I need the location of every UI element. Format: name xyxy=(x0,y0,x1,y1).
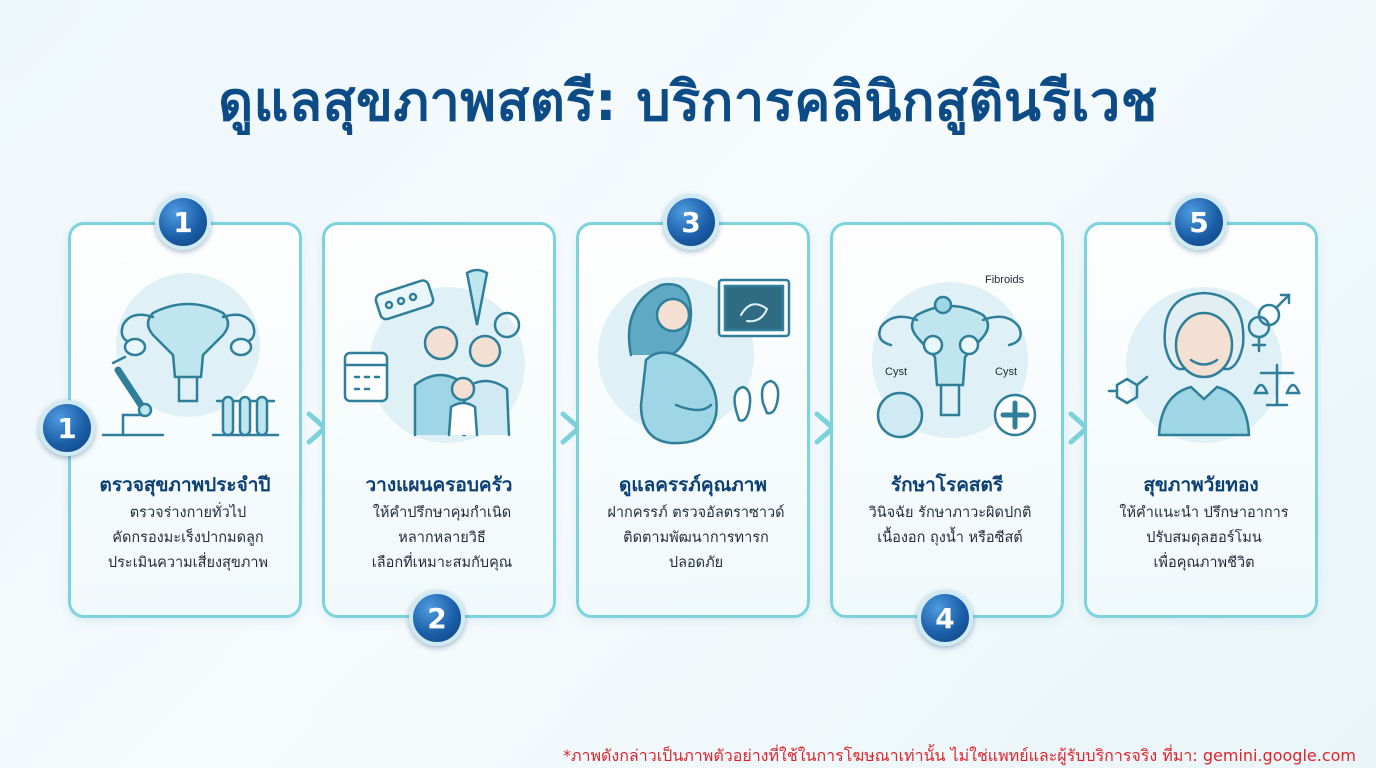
step-title: สุขภาพวัยทอง xyxy=(1143,474,1259,496)
fibroids-label: Fibroids xyxy=(985,274,1025,286)
step-description: ให้คำปรึกษาคุมกำเนิด หลากหลายวิธี เลือกท… xyxy=(331,501,553,576)
uterus-fibroids-cyst-icon: Fibroids Cyst Cyst xyxy=(872,274,1037,439)
step-line: ประเมินความเสี่ยงสุขภาพ xyxy=(107,555,269,571)
step-card-annual-checkup: ตรวจสุขภาพประจำปี ตรวจร่างกายทั่วไป คัดก… xyxy=(68,222,302,618)
cyst-left-label: Cyst xyxy=(885,366,907,378)
step-description: ตรวจร่างกายทั่วไป คัดกรองมะเร็งปากมดลูก … xyxy=(77,501,299,576)
step-card-family-planning: วางแผนครอบครัว ให้คำปรึกษาคุมกำเนิด หลาก… xyxy=(322,222,556,618)
step-badge-3: 3 xyxy=(663,194,719,250)
step-line: เลือกที่เหมาะสมกับคุณ xyxy=(371,555,513,571)
step-title: รักษาโรคสตรี xyxy=(890,474,1004,496)
uterus-microscope-test-tubes-icon xyxy=(101,273,280,437)
step-description: วินิจฉัย รักษาภาวะผิดปกติ เนื้องอก ถุงน้… xyxy=(839,501,1061,551)
step-line: ให้คำปรึกษาคุมกำเนิด xyxy=(372,505,512,521)
step-line: คัดกรองมะเร็งปากมดลูก xyxy=(112,530,264,546)
step-line: ปลอดภัย xyxy=(668,555,724,571)
step-title: ตรวจสุขภาพประจำปี xyxy=(99,474,271,496)
step-badge-1: 1 xyxy=(155,194,211,250)
step-line: หลากหลายวิธี xyxy=(398,530,486,546)
step-card-menopause-health: สุขภาพวัยทอง ให้คำแนะนำ ปรึกษาอาการ ปรับ… xyxy=(1084,222,1318,618)
step-badge-1-side: 1 xyxy=(39,400,95,456)
step-description: ให้คำแนะนำ ปรึกษาอาการ ปรับสมดุลฮอร์โมน … xyxy=(1093,501,1315,576)
family-contraception-calendar-icon xyxy=(343,268,525,443)
step-badge-5: 5 xyxy=(1171,194,1227,250)
step-line: เนื้องอก ถุงน้ำ หรือซีสต์ xyxy=(877,530,1023,546)
step-line: ฝากครรภ์ ตรวจอัลตราซาวด์ xyxy=(607,505,785,521)
step-badge-4: 4 xyxy=(917,590,973,646)
step-line: ให้คำแนะนำ ปรึกษาอาการ xyxy=(1119,505,1289,521)
step-card-gynecologic-treatment: Fibroids Cyst Cyst รักษาโรคสตรี วินิจฉัย… xyxy=(830,222,1064,618)
page-title: ดูแลสุขภาพสตรี: บริการคลินิกสูตินรีเวช xyxy=(218,70,1158,133)
pregnant-woman-ultrasound-icon xyxy=(598,277,791,445)
senior-woman-hormone-balance-icon xyxy=(1107,287,1301,443)
step-title: ดูแลครรภ์คุณภาพ xyxy=(619,474,767,496)
cyst-right-label: Cyst xyxy=(995,366,1017,378)
step-line: ติดตามพัฒนาการทารก xyxy=(623,530,769,546)
step-badge-2: 2 xyxy=(409,590,465,646)
step-line: ปรับสมดุลฮอร์โมน xyxy=(1146,530,1262,546)
step-line: วินิจฉัย รักษาภาวะผิดปกติ xyxy=(868,505,1032,521)
step-description: ฝากครรภ์ ตรวจอัลตราซาวด์ ติดตามพัฒนาการท… xyxy=(585,501,807,576)
disclaimer-note: *ภาพดังกล่าวเป็นภาพตัวอย่างที่ใช้ในการโฆ… xyxy=(562,746,1356,765)
step-title: วางแผนครอบครัว xyxy=(365,474,513,496)
step-line: ตรวจร่างกายทั่วไป xyxy=(129,505,247,521)
step-line: เพื่อคุณภาพชีวิต xyxy=(1153,555,1255,571)
step-card-prenatal-care: ดูแลครรภ์คุณภาพ ฝากครรภ์ ตรวจอัลตราซาวด์… xyxy=(576,222,810,618)
